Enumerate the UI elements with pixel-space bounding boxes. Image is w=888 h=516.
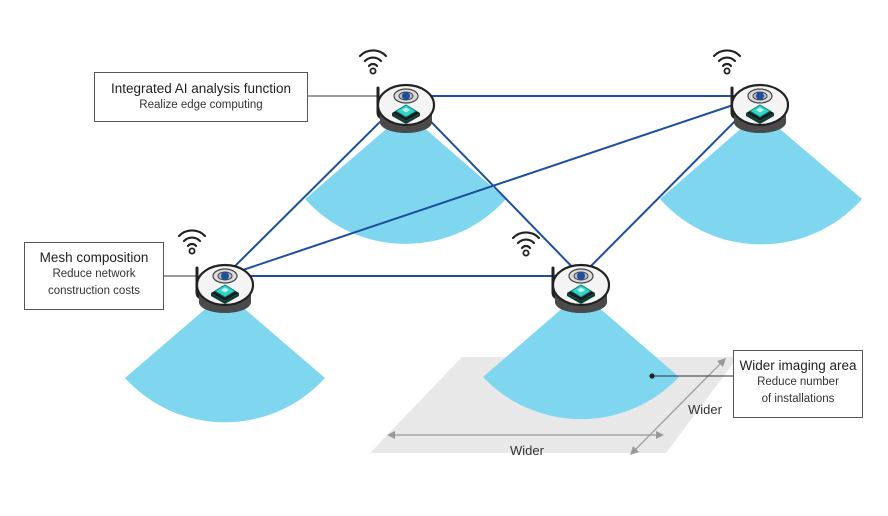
- coverage-sector-1: [305, 112, 506, 244]
- callout-imaging-area: Wider imaging area Reduce number of inst…: [733, 350, 863, 418]
- wifi-icon: [511, 231, 541, 257]
- coverage-sector-4: [483, 292, 679, 420]
- callout-ai-subtitle: Realize edge computing: [139, 99, 263, 111]
- wifi-icon: [712, 49, 742, 75]
- imaging-area-marker: [649, 373, 655, 379]
- leader-lines: [164, 95, 733, 377]
- callout-area-title: Wider imaging area: [739, 358, 857, 373]
- mesh-nodes: [221, 92, 764, 280]
- mesh-links: [224, 95, 761, 277]
- callout-ai-analysis: Integrated AI analysis function Realize …: [94, 72, 308, 122]
- callout-mesh-title: Mesh composition: [39, 250, 149, 265]
- callout-area-subtitle-1: Reduce number: [757, 376, 839, 388]
- width-label-horizontal: Wider: [510, 443, 544, 458]
- callout-mesh-subtitle-2: construction costs: [47, 285, 141, 297]
- width-label-diagonal: Wider: [688, 402, 722, 417]
- callout-ai-title: Integrated AI analysis function: [110, 81, 292, 96]
- wifi-icon: [358, 49, 388, 75]
- coverage-sector-3: [125, 292, 325, 423]
- callout-area-subtitle-2: of installations: [761, 393, 835, 405]
- callout-mesh-composition: Mesh composition Reduce network construc…: [24, 242, 164, 310]
- dimension-arrows: [387, 358, 726, 455]
- coverage-sector-2: [660, 112, 862, 245]
- coverage-sectors: [125, 112, 862, 423]
- callout-mesh-subtitle-1: Reduce network: [52, 268, 136, 280]
- wifi-icon: [177, 229, 207, 255]
